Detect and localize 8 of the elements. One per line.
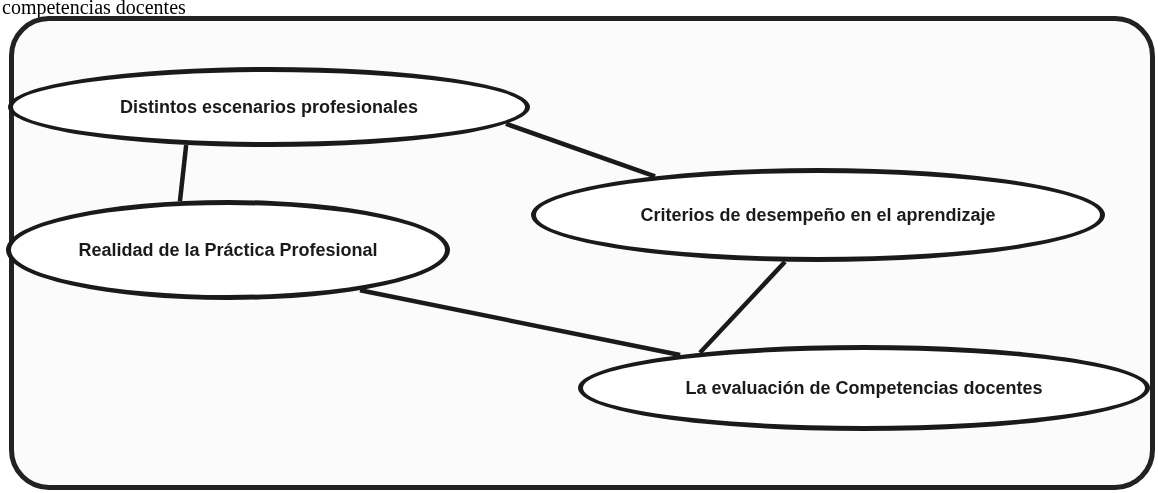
topic-text: Distintos escenarios profesionales [118, 95, 420, 119]
caption-text: competencias docentes [2, 0, 186, 17]
connector-line [698, 260, 787, 355]
connector-line [505, 121, 656, 179]
connector-line [359, 288, 681, 358]
topic-text: La evaluación de Competencias docentes [684, 376, 1044, 400]
topic-text: Criterios de desempeño en el aprendizaje [639, 203, 997, 227]
topic-text: Realidad de la Práctica Profesional [77, 238, 379, 262]
